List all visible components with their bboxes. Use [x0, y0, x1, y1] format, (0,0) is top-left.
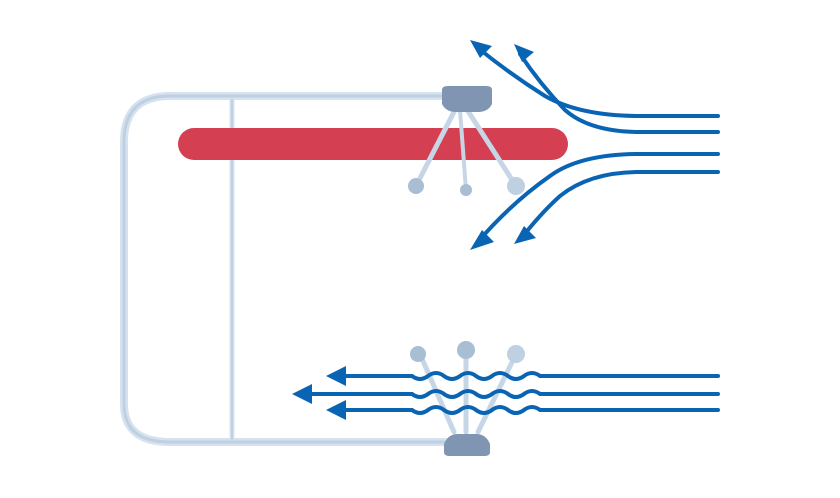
arrowhead-icon [326, 400, 346, 420]
frame-outline-edge [122, 94, 452, 444]
lower-flow-lines [304, 371, 720, 415]
flow-line-upper-1 [476, 46, 720, 118]
arrowhead-icon [326, 366, 346, 386]
flow-line-upper-3 [474, 152, 720, 246]
upper-antenna-tip-right [507, 177, 525, 195]
gray-clamp-icon [442, 86, 492, 112]
flow-line-upper-2 [518, 52, 720, 134]
flow-line-lower-3 [338, 405, 720, 415]
lower-antenna-tip-mid [457, 341, 475, 359]
upper-antenna-stem-left [413, 105, 459, 189]
red-bar [178, 128, 568, 160]
upper-flow-lines [474, 46, 720, 246]
upper-antenna-tip-left [408, 178, 424, 194]
arrowhead-icon [470, 230, 494, 250]
upper-antenna-tip-mid [460, 184, 472, 196]
gray-clamp-icon [444, 434, 490, 456]
arrowhead-icon [514, 44, 534, 62]
upper-antenna-stem-mid [458, 108, 468, 192]
flow-line-lower-1 [338, 371, 720, 381]
upper-antenna-stem-right [463, 105, 519, 189]
upper-antenna-assembly [408, 86, 525, 196]
arrowhead-icon [292, 384, 312, 404]
upper-flow-arrowheads [470, 40, 536, 250]
lower-antenna-tip-right [507, 345, 525, 363]
lower-flow-arrowheads [292, 366, 346, 420]
arrowhead-icon [514, 226, 536, 244]
flow-line-lower-2 [304, 389, 720, 399]
lower-antenna-tip-left [410, 346, 426, 362]
arrowhead-icon [470, 40, 492, 58]
flow-line-upper-4 [518, 170, 720, 242]
